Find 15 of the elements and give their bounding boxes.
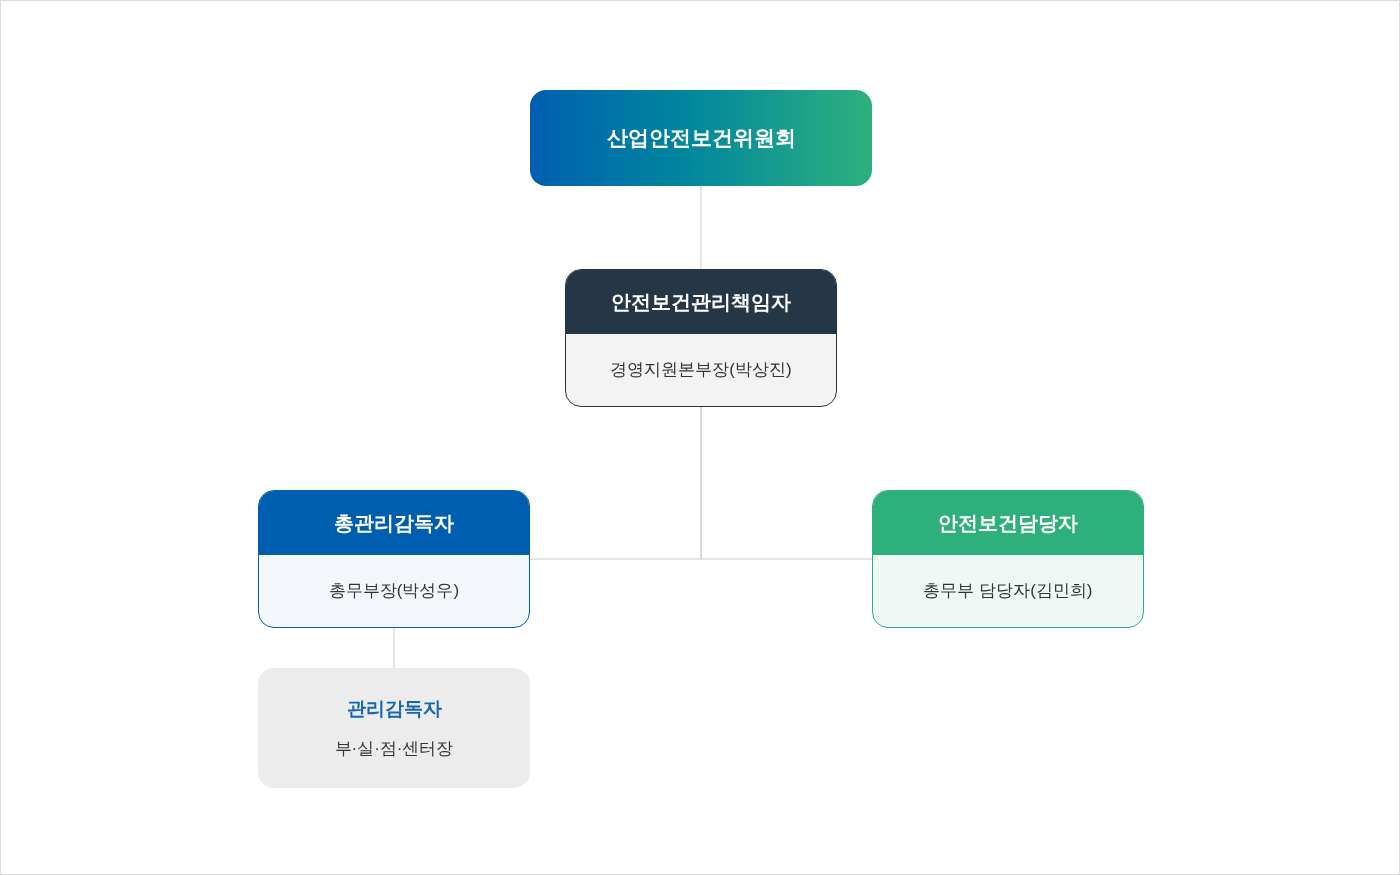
role-title: 관리감독자 (346, 697, 442, 721)
role-holder: 부·실·점·센터장 (334, 737, 454, 760)
role-holder: 경영지원본부장(박상진) (610, 359, 792, 382)
role-holder: 총무부장(박성우) (328, 580, 460, 603)
committee-box (530, 90, 872, 186)
card-header: 총관리감독자 (259, 491, 529, 555)
role-box (258, 668, 530, 788)
connector-line (700, 406, 873, 560)
card-header: 안전보건관리책임자 (566, 270, 836, 334)
role-card (258, 490, 530, 628)
card-header: 안전보건담당자 (873, 491, 1143, 555)
role-card (872, 490, 1144, 628)
role-card (565, 269, 837, 407)
role-holder: 총무부 담당자(김민희) (923, 580, 1093, 603)
box-title: 산업안전보건위원회 (606, 125, 796, 152)
